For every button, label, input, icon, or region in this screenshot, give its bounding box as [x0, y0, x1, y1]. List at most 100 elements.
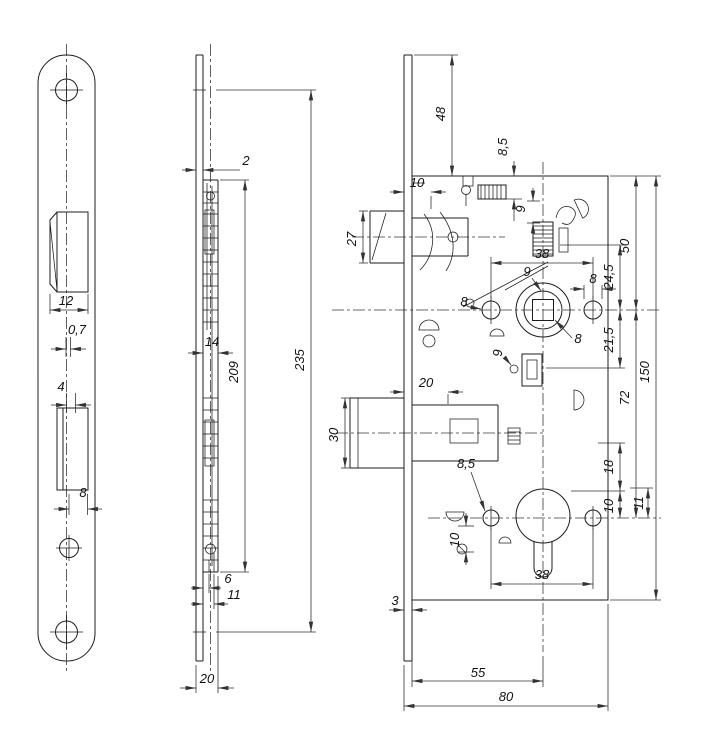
- dim-label-10-right: 10: [601, 498, 616, 513]
- dimension-9-hub: 9: [523, 264, 542, 292]
- dim-label-38-bottom: 38: [535, 567, 550, 582]
- dimension-9-spring: 9: [513, 188, 540, 236]
- dim-label-30: 30: [326, 427, 341, 442]
- dimension-18: 18: [598, 442, 625, 491]
- dimension-8-5-mid: 8,5: [457, 456, 486, 512]
- dimension-55: 55: [411, 656, 544, 687]
- dim-label-8-hole-right: 8: [589, 271, 597, 286]
- screw-hole-mid: [56, 535, 82, 561]
- dim-label-209: 209: [226, 361, 241, 384]
- dimension-50: 50: [610, 175, 661, 310]
- dimension-body-height: 209: [220, 179, 249, 573]
- dim-label-14: 14: [205, 334, 219, 349]
- faceplate-edge: [193, 54, 206, 662]
- dimension-8-square: 8: [554, 319, 582, 346]
- dimension-38-bottom: 38: [490, 528, 594, 589]
- dim-label-8-5-mid: 8,5: [457, 456, 476, 471]
- coil-spring: [532, 221, 569, 257]
- dimension-150: 150: [610, 176, 661, 601]
- dimension-offset-8: 8: [54, 485, 102, 515]
- dim-label-80: 80: [499, 689, 514, 704]
- dimension-plate-offset: 0,7: [51, 322, 87, 357]
- latch-lever: [419, 211, 459, 272]
- handle-fixing-hole-right: [583, 296, 603, 324]
- dim-label-9-pin: 9: [490, 349, 505, 356]
- dim-label-38-top: 38: [535, 246, 550, 261]
- dim-label-24-5: 24,5: [601, 264, 616, 291]
- dimension-38-top: 38: [490, 246, 594, 299]
- dim-label-48: 48: [433, 106, 448, 121]
- pin-hole: [509, 364, 519, 374]
- faceplate-edge: [403, 54, 413, 662]
- dimension-10-top: 10: [390, 175, 446, 209]
- dim-label-8-left: 8: [79, 485, 87, 500]
- dim-label-20-bolt: 20: [418, 375, 434, 390]
- lock-body-edge: [203, 179, 219, 573]
- spindle-square-hole: [532, 299, 554, 321]
- dimension-gap-4: 4: [51, 379, 91, 413]
- handle-fixing-hole-left: [481, 296, 501, 324]
- dimension-80: 80: [403, 604, 609, 711]
- screw-hole-top: [50, 73, 83, 107]
- dimension-10-cylinder: 10: [447, 513, 474, 565]
- dim-label-9-spring: 9: [513, 205, 528, 212]
- follower-hub: [515, 282, 571, 338]
- dim-label-50: 50: [617, 238, 632, 253]
- bolt-stop-pin: [507, 427, 521, 445]
- leaf-spring: [477, 184, 507, 200]
- dim-label-150: 150: [637, 360, 652, 382]
- euro-cylinder-hole: [515, 488, 571, 578]
- dim-label-10-cylinder: 10: [447, 532, 462, 547]
- deadbolt: [349, 397, 499, 469]
- dim-label-8-hole-left: 8: [460, 294, 468, 309]
- dimension-plate-thickness: 2: [182, 153, 250, 173]
- dimension-72: 72: [617, 310, 639, 518]
- dimension-24-5: 24,5: [560, 244, 625, 310]
- dim-label-27: 27: [344, 231, 359, 247]
- lock-case: [412, 175, 609, 601]
- dimension-30: 30: [326, 397, 350, 469]
- dim-label-3: 3: [391, 593, 399, 608]
- dimension-27: 27: [344, 210, 368, 264]
- dim-label-72: 72: [617, 390, 632, 405]
- faceplate-front-view: 12 0,7 4 8: [37, 44, 102, 672]
- dimension-body-thickness: 14: [188, 334, 233, 356]
- latch-cutout: [49, 211, 89, 293]
- dimension-step-11: 11: [191, 574, 241, 609]
- dimension-side-width: 20: [180, 576, 234, 693]
- dimension-8-5-top: 8,5: [495, 137, 522, 221]
- dim-label-10-top: 10: [410, 175, 425, 190]
- screw-hole-bottom: [50, 615, 83, 649]
- stopper-bracket: [509, 353, 543, 387]
- dim-label-8-5-top: 8,5: [495, 137, 510, 156]
- dim-label-55: 55: [471, 665, 486, 680]
- dim-label-0-7: 0,7: [68, 322, 87, 337]
- dim-label-8-square: 8: [574, 331, 582, 346]
- dimension-step-6: 6: [191, 571, 232, 593]
- dimension-3: 3: [389, 593, 427, 613]
- deadbolt-cutout: [56, 407, 89, 491]
- cylinder-fixing-hole-right: [584, 506, 602, 530]
- dim-label-20-side: 20: [199, 671, 215, 686]
- dim-label-6: 6: [224, 571, 232, 586]
- dim-label-11-right: 11: [631, 496, 646, 510]
- dim-label-2: 2: [241, 153, 250, 168]
- dim-label-9-hub: 9: [523, 264, 530, 279]
- dimension-latch-width: 12: [49, 293, 89, 314]
- latch-bolt: [369, 210, 469, 264]
- dimension-8-hole-right: 8: [570, 271, 616, 299]
- lock-body-section-view: 48 8,5 10 27 9 38 9 50 24,5: [326, 54, 661, 711]
- dimension-21-5: 21,5: [546, 310, 625, 369]
- dimension-20-bolt: 20: [390, 375, 463, 404]
- dim-label-235: 235: [292, 348, 307, 371]
- dimension-8-hole-left: 8: [460, 294, 482, 310]
- d-shaped-cutouts: [418, 198, 589, 544]
- dim-label-18: 18: [601, 459, 616, 474]
- dim-label-12: 12: [59, 293, 74, 308]
- lock-side-view: 2 14 209 235 6 11 20: [180, 44, 316, 693]
- dimension-plate-holes: 235: [216, 89, 316, 633]
- dim-label-21-5: 21,5: [601, 327, 616, 354]
- dimension-10-right: 10: [571, 490, 625, 518]
